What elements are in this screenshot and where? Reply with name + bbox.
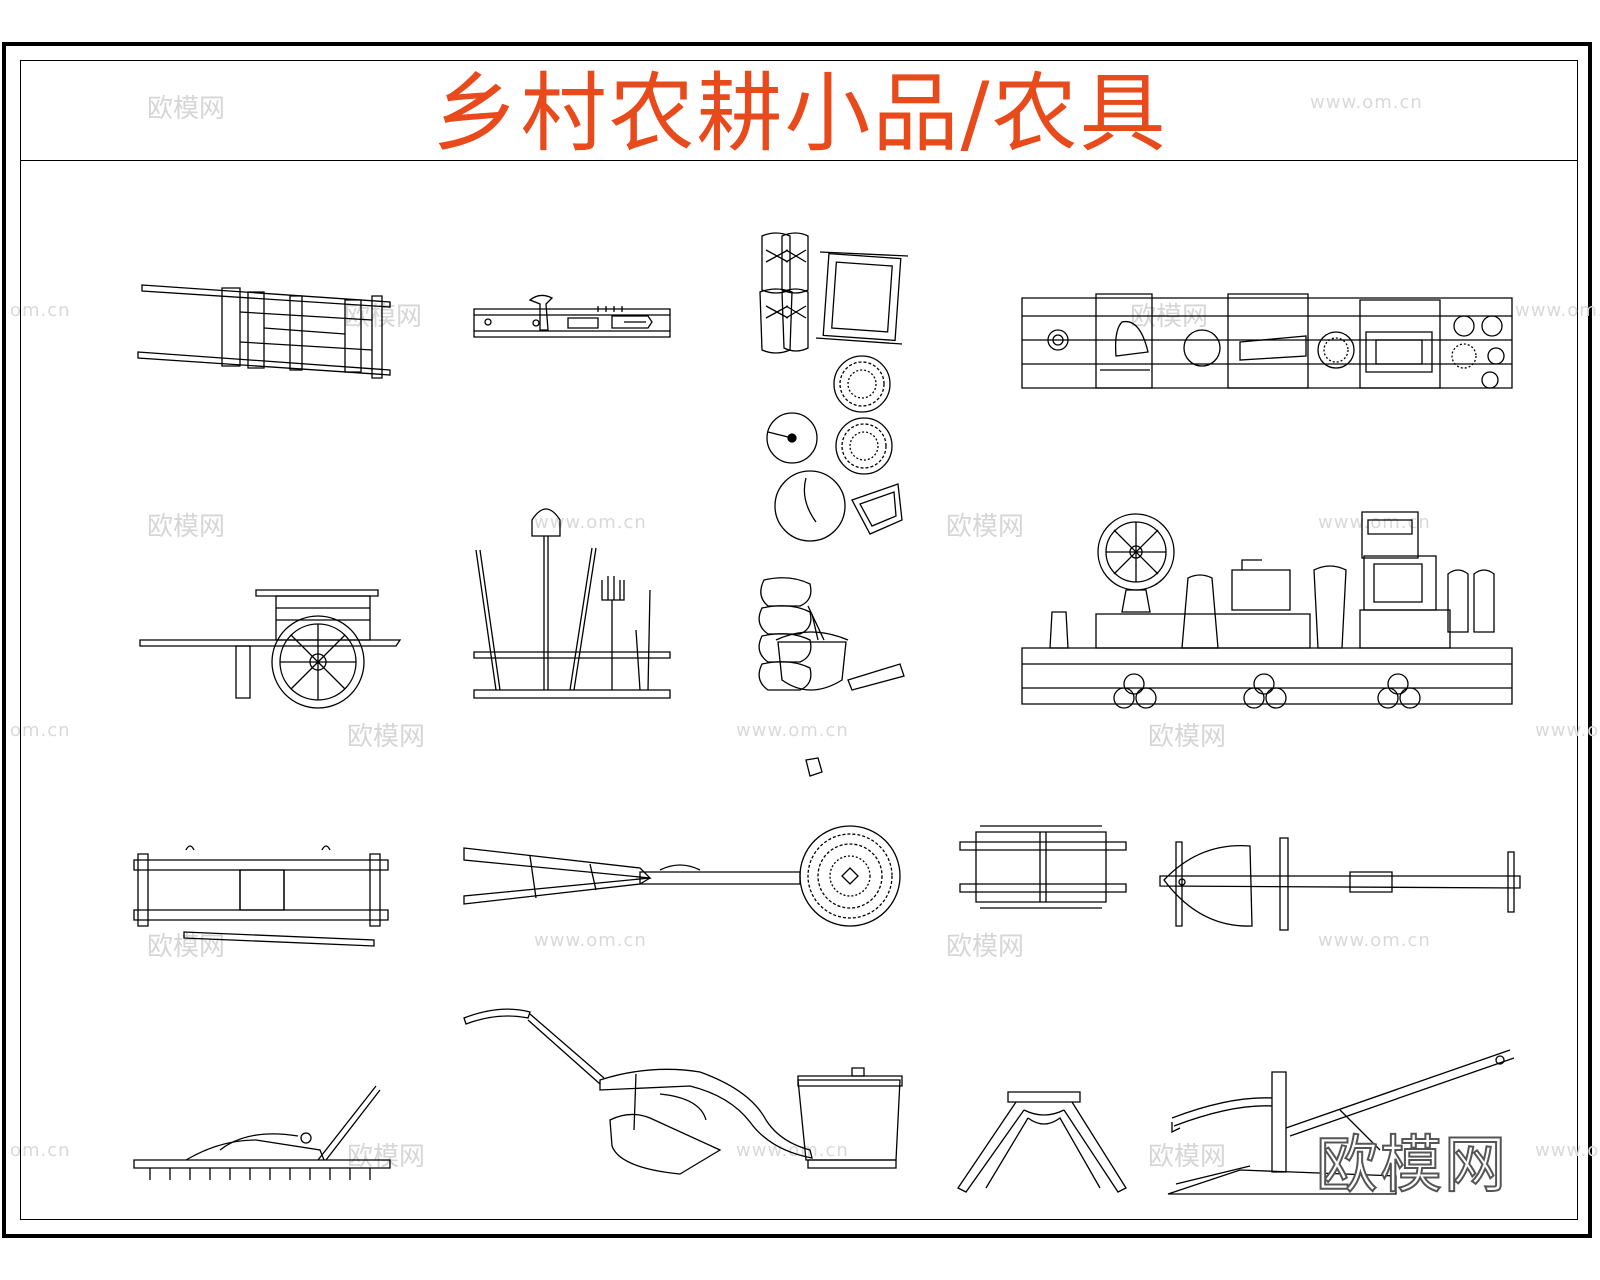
grain-bundles (760, 233, 808, 353)
watermark-url: www.om.cn (736, 720, 849, 741)
watermark-brand: 欧模网 (946, 512, 1025, 542)
outer-frame (2, 42, 1592, 1238)
watermark-url: om.cn (10, 720, 71, 741)
watermark-brand: 欧模网 (1148, 1142, 1227, 1172)
watermark-url: www.om.cn (1535, 720, 1600, 741)
title-divider (20, 160, 1578, 161)
watermark-url: www.om.cn (1318, 512, 1431, 533)
watermark-brand: 欧模网 (147, 512, 226, 542)
harrow-side-view (134, 1086, 390, 1180)
watermark-url: www.om.cn (534, 512, 647, 533)
watermark-url: www.om.cn (534, 930, 647, 951)
wall-panel-with-tools (1022, 294, 1512, 388)
watermark-url: www.om.cn (1515, 300, 1600, 321)
wooden-frame (816, 252, 908, 344)
watermark-url: om.cn (10, 300, 71, 321)
watermark-url: om.cn (10, 1140, 71, 1161)
watermark-brand: 欧模网 (147, 932, 226, 962)
small-stone (806, 758, 822, 776)
watermark-brand: 欧模网 (147, 94, 226, 124)
watermark-brand: 欧模网 (946, 932, 1025, 962)
plough-elevation (1168, 1050, 1514, 1194)
wooden-cart-top-view (138, 285, 390, 378)
net-rake-tool (464, 826, 900, 926)
watermark-url: www.om.cn (1535, 1140, 1600, 1161)
plough-top-view (1160, 838, 1520, 930)
inner-frame (20, 60, 1578, 1220)
page-title: 乡村农耕小品/农具 (432, 64, 1168, 164)
watermark-brand: 欧模网 (347, 722, 426, 752)
cart-frame-top-view (134, 846, 388, 946)
watermark-brand: 欧模网 (1148, 722, 1227, 752)
wheelbarrow-side-view (140, 590, 400, 708)
tool-rack-spade-fork (474, 509, 670, 698)
household-shelf-elevation (1022, 512, 1512, 708)
tool-rail-top-view (474, 295, 670, 337)
sacks-and-pot (759, 578, 904, 690)
round-baskets (767, 356, 902, 541)
watermark-url: www.om.cn (1318, 930, 1431, 951)
drum-top-view (960, 826, 1126, 908)
watermark-brand: 欧模网 (1130, 302, 1209, 332)
brand-logo-watermark: 欧模网 (1315, 1127, 1509, 1202)
watermark-url: www.om.cn (736, 1140, 849, 1161)
watermark-url: www.om.cn (1310, 92, 1423, 113)
watermark-brand: 欧模网 (347, 1142, 426, 1172)
plough-side-view (464, 1009, 902, 1174)
wooden-stand (958, 1092, 1126, 1192)
